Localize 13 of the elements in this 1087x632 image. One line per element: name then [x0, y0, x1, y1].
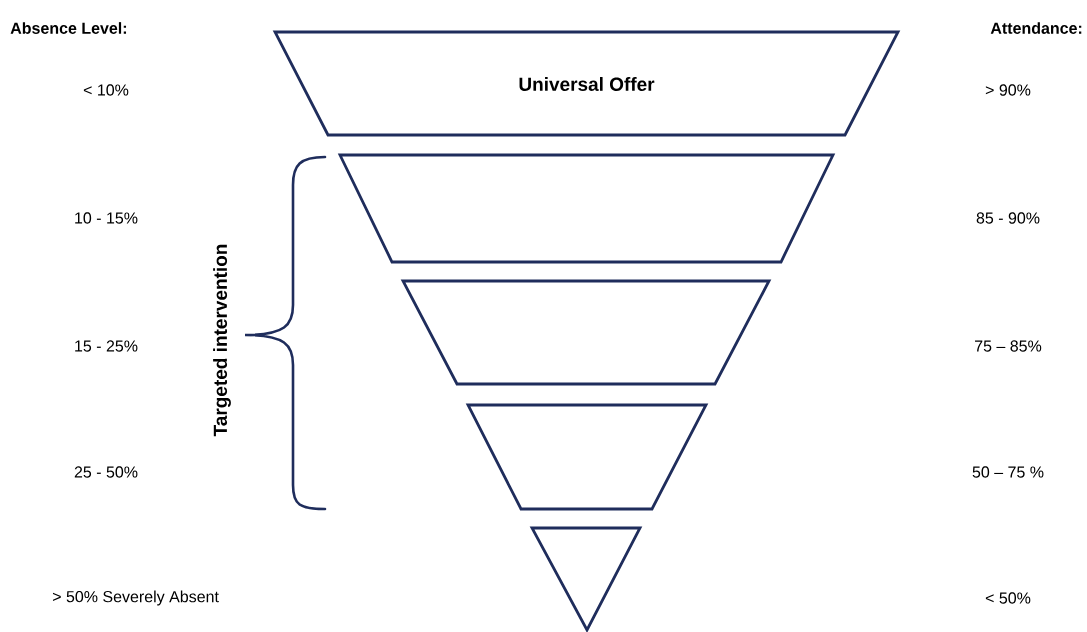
label: < 50%	[985, 592, 1031, 604]
label: 75 – 85%	[975, 340, 1042, 352]
label: < 10%	[83, 84, 129, 96]
label: 10 - 15%	[75, 212, 138, 224]
label: 25 - 50%	[74, 466, 138, 478]
label: 85 - 90%	[976, 212, 1040, 224]
heading: Attendance:	[990, 22, 1082, 34]
label: > 50% Severely Absent	[53, 590, 219, 606]
rotated-label: Targeted intervention	[213, 244, 231, 437]
label: > 90%	[985, 84, 1031, 96]
heading: Absence Level:	[10, 22, 127, 34]
label: 15 - 25%	[75, 340, 138, 352]
label: 50 – 75 %	[972, 466, 1044, 478]
